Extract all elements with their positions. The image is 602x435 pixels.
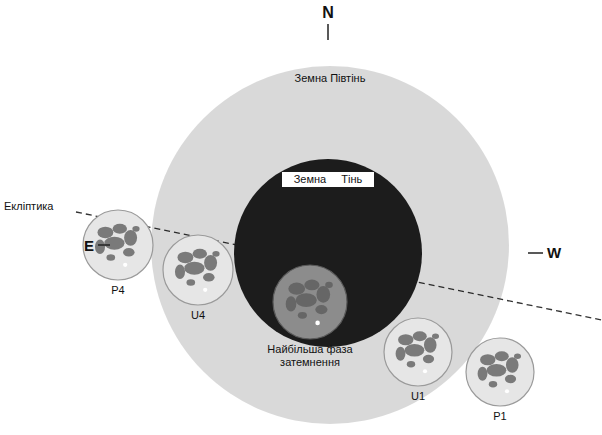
compass-label: N [322,4,334,22]
moon-disc-shape [383,317,453,387]
west-tick [528,252,543,254]
ecliptic-label: Екліптика [4,200,53,212]
region-label: Земна Півтінь [295,72,366,85]
phase-label: Найбільша фаза затемнення [260,343,360,369]
north-tick [327,24,329,40]
moon-disc: U4 [162,234,234,306]
phase-label: P1 [493,410,506,423]
penumbra-circle: Земна ПівтіньЗемна ТіньНайбільша фаза за… [150,65,510,425]
compass-label: W [547,244,561,261]
umbra-circle: Земна ТіньНайбільша фаза затемнення [233,158,423,348]
moon-disc-shape [465,337,535,407]
region-label: Земна Тінь [282,172,375,187]
eclipsed-moon-disc: Найбільша фаза затемнення [272,264,348,340]
phase-label: U4 [191,309,205,322]
moon-disc: P1 [465,337,535,407]
moon-disc-shape [162,234,234,306]
phase-label: P4 [111,284,124,297]
compass-label: E [84,237,94,254]
eclipsed-moon-disc-shape [272,264,348,340]
moon-disc: U1 [383,317,453,387]
phase-label: U1 [411,390,425,403]
